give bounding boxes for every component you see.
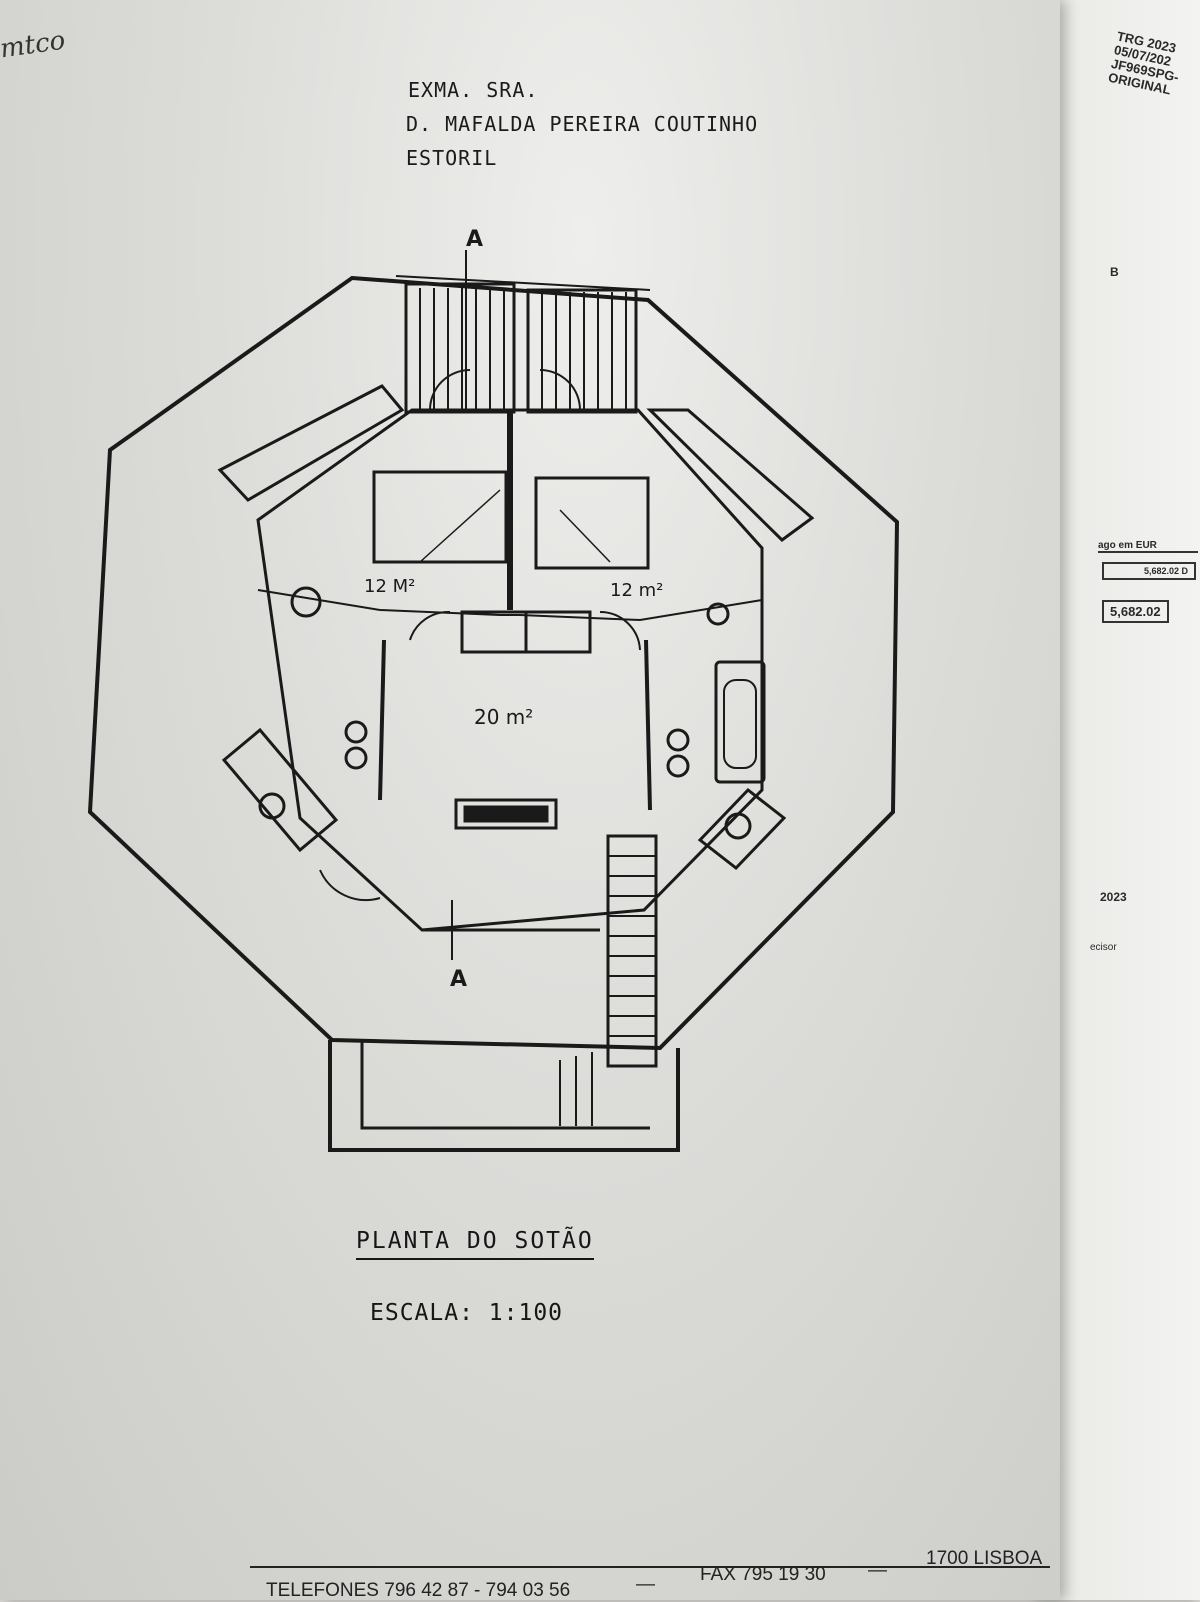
balcony-right [526, 288, 638, 414]
section-mark-top: A [466, 227, 483, 252]
footer-separator-1: — [636, 1574, 655, 1595]
underlying-document: TRG 2023 05/07/202 JF969SPG- ORIGINAL B … [1040, 0, 1200, 1600]
footer-separator-2: — [868, 1560, 887, 1581]
plan-title: PLANTA DO SOTÃO [356, 1228, 594, 1260]
plan-scale: ESCALA: 1:100 [370, 1300, 564, 1326]
side-year: 2023 [1100, 890, 1127, 904]
bed-left [372, 470, 508, 564]
balcony-left [404, 282, 516, 414]
floor-plan-sheet: mtco EXMA. SRA. D. MAFALDA PEREIRA COUTI… [0, 0, 1060, 1601]
side-pay-label: ago em EUR [1098, 540, 1198, 553]
footer-fax: FAX 795 19 30 [700, 1564, 826, 1585]
footer-phones: TELEFONES 796 42 87 - 794 03 56 [266, 1580, 571, 1601]
section-mark-bottom: A [450, 967, 467, 992]
bottom-extension-inner [360, 1040, 650, 1130]
recipient-line-3: ESTORIL [406, 146, 498, 170]
railing-bars [419, 288, 627, 410]
bed-right [534, 476, 650, 570]
stairs [606, 834, 658, 1068]
roof-outline [87, 275, 900, 1051]
side-stamp-text: TRG 2023 05/07/202 JF969SPG- ORIGINAL [1107, 28, 1186, 98]
side-pay-value-big: 5,682.02 [1102, 600, 1169, 623]
room-center-area: 20 m² [474, 705, 533, 729]
inner-walls [256, 408, 764, 932]
stair-treads [559, 855, 656, 1126]
room-left-area: 12 M² [364, 576, 415, 597]
footer-rule [250, 1566, 1050, 1568]
side-pay-value-small: 5,682.02 D [1102, 562, 1196, 580]
chimney [454, 798, 558, 830]
bottom-extension [328, 1040, 680, 1152]
room-right-area: 12 m² [610, 580, 663, 601]
footer-city: 1700 LISBOA [926, 1548, 1043, 1569]
recipient-line-2: D. MAFALDA PEREIRA COUTINHO [406, 112, 759, 136]
bathtub [714, 660, 766, 784]
side-mark: B [1110, 265, 1119, 279]
floor-plan-drawing: A A 12 M² 12 m² 20 m² [87, 227, 900, 1152]
side-word: ecisor [1090, 942, 1117, 953]
recipient-line-1: EXMA. SRA. [408, 78, 539, 102]
